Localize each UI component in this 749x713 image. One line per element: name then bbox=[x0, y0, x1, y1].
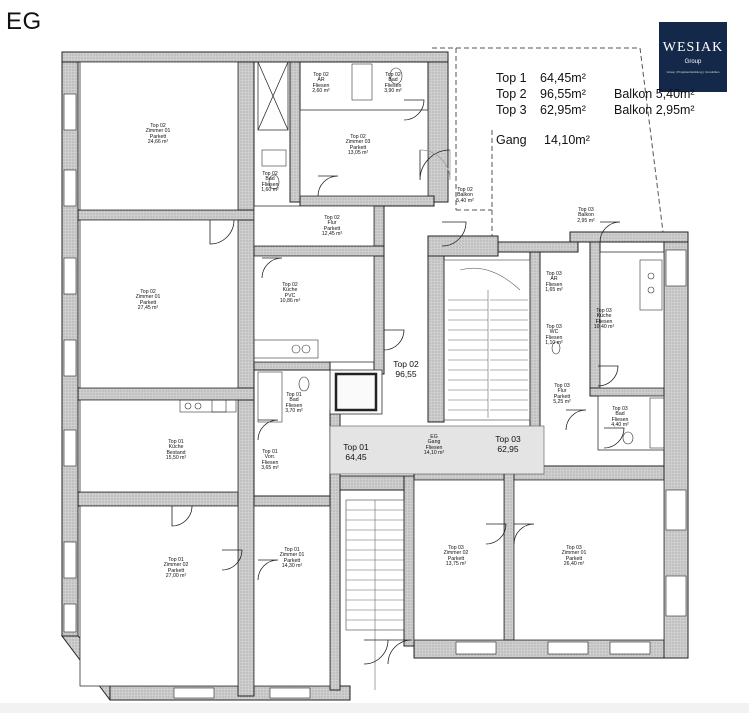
summary-area: 96,55m² bbox=[540, 87, 586, 101]
summary-balcony: Balkon 2,95m² bbox=[614, 103, 695, 117]
summary-unit: Top 3 bbox=[496, 103, 527, 117]
courtyard-outline bbox=[432, 47, 664, 246]
summary-unit: Top 1 bbox=[496, 71, 527, 85]
summary-area: 14,10m² bbox=[544, 133, 590, 147]
corridor bbox=[329, 425, 545, 475]
bottom-strip bbox=[0, 703, 749, 713]
logo-sub: Group bbox=[684, 59, 702, 65]
summary-unit: Top 2 bbox=[496, 87, 527, 101]
summary-unit: Gang bbox=[496, 133, 527, 147]
logo-tagline: Group | Projektentwicklung | Immobilien bbox=[666, 70, 720, 74]
summary-balcony: Balkon 5,40m² bbox=[614, 87, 695, 101]
floor-label: EG bbox=[6, 8, 42, 35]
company-logo: WESIAK Group Group | Projektentwicklung … bbox=[659, 22, 727, 92]
staircase bbox=[345, 259, 531, 690]
doors bbox=[171, 99, 625, 665]
shaft bbox=[257, 61, 383, 415]
fixtures bbox=[179, 63, 665, 449]
windows bbox=[63, 93, 687, 699]
summary-area: 62,95m² bbox=[540, 103, 586, 117]
rooms bbox=[79, 61, 665, 687]
summary-area: 64,45m² bbox=[540, 71, 586, 85]
logo-brand: WESIAK bbox=[662, 40, 724, 55]
